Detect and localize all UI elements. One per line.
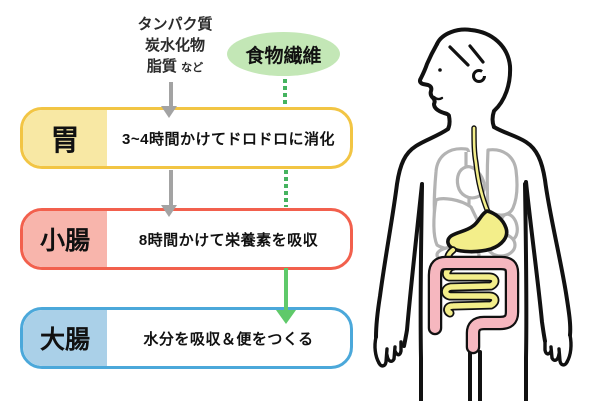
human-digestive-illustration bbox=[373, 27, 573, 401]
organ-tab-small-intestine: 小腸 bbox=[23, 211, 107, 267]
left-hand-finger-3 bbox=[393, 340, 403, 357]
food-arrow-2-head bbox=[161, 205, 177, 217]
right-lung bbox=[485, 148, 519, 217]
nutrient-list: タンパク質 炭水化物 脂質 など bbox=[95, 14, 255, 79]
food-arrow-2-stem bbox=[169, 170, 173, 207]
nutrient-fat-line: 脂質 など bbox=[95, 56, 255, 79]
fiber-dotted-line-1 bbox=[283, 79, 287, 106]
food-arrow-1-stem bbox=[169, 82, 173, 108]
hair-stroke-2 bbox=[468, 44, 485, 64]
left-inner-arm bbox=[402, 182, 424, 348]
stage-description-small-intestine: 8時間かけて栄養素を吸収 bbox=[138, 231, 319, 249]
nutrient-protein: タンパク質 bbox=[137, 16, 213, 33]
stage-card-large-intestine: 大腸 水分を吸収＆便をつくる bbox=[20, 307, 353, 369]
fiber-badge: 食物繊維 bbox=[227, 32, 340, 76]
organ-tab-stomach: 胃 bbox=[23, 110, 107, 166]
ear bbox=[472, 69, 486, 83]
large-intestine-shape bbox=[430, 258, 517, 352]
eye-dot bbox=[438, 68, 442, 72]
left-hand-finger-1 bbox=[377, 347, 389, 368]
face-profile bbox=[417, 42, 452, 131]
esophagus bbox=[472, 126, 490, 214]
stage-card-stomach: 胃 3~4時間かけてドロドロに消化 bbox=[20, 107, 353, 169]
right-hand-finger-1 bbox=[557, 347, 569, 367]
left-shoulder-arm bbox=[374, 127, 450, 339]
left-torso-line bbox=[418, 184, 424, 401]
organ-tab-large-intestine: 大腸 bbox=[23, 310, 107, 366]
stage-description-large-intestine: 水分を吸収＆便をつくる bbox=[143, 330, 314, 348]
small-intestine-shape bbox=[442, 262, 498, 316]
right-inner-arm bbox=[524, 180, 547, 343]
left-hand-finger-2 bbox=[385, 345, 397, 364]
right-shoulder-arm bbox=[492, 125, 573, 337]
body-outline bbox=[373, 27, 573, 401]
food-arrow-1-head bbox=[161, 106, 177, 118]
fiber-label: 食物繊維 bbox=[245, 45, 322, 67]
right-hand-finger-3 bbox=[543, 340, 553, 356]
fiber-dotted-line-2 bbox=[284, 170, 288, 207]
head-outline bbox=[435, 27, 513, 129]
nutrient-carbohydrate: 炭水化物 bbox=[144, 37, 205, 54]
nutrient-etc-note: など bbox=[181, 62, 204, 74]
nutrient-fat: 脂質 bbox=[146, 58, 177, 75]
fiber-arrow-stem bbox=[284, 268, 288, 312]
stage-card-small-intestine: 小腸 8時間かけて栄養素を吸収 bbox=[20, 208, 353, 270]
right-hand-finger-2 bbox=[549, 345, 561, 363]
left-hand bbox=[373, 335, 381, 365]
right-hand bbox=[565, 333, 573, 364]
hair-stroke-1 bbox=[448, 45, 470, 67]
stage-description-stomach: 3~4時間かけてドロドロに消化 bbox=[122, 130, 335, 148]
right-torso-line bbox=[523, 182, 529, 401]
fiber-arrow-head bbox=[276, 310, 296, 324]
mouth bbox=[432, 95, 444, 101]
